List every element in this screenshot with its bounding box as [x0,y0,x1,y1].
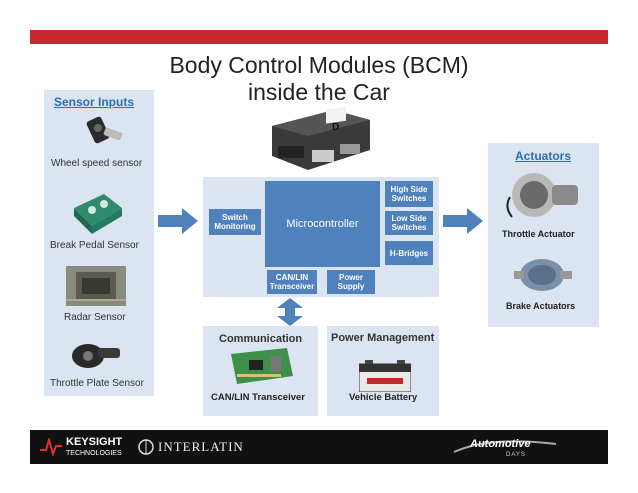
break-pedal-sensor-image [70,190,126,241]
communication-title: Communication [219,333,303,345]
sensor-inputs-panel: Sensor Inputs Wheel speed sensor Break P… [44,90,154,396]
can-lin-transceiver-label: CAN/LIN Transceiver [211,392,305,403]
keysight-logo-text: KEYSIGHT [66,436,123,448]
automotive-days-logo: Automotive [470,438,531,450]
low-side-switches-box: Low Side Switches [385,211,433,235]
wheel-speed-sensor-label: Wheel speed sensor [51,158,143,169]
throttle-plate-sensor-image [68,336,124,377]
top-accent-bar [30,30,608,44]
power-supply-box: Power Supply [327,270,375,294]
throttle-plate-sensor-label: Throttle Plate Sensor [50,378,144,389]
interlatin-logo-icon [138,439,154,460]
bcm-to-actuator-arrow [443,208,483,239]
bcm-module-image: D [266,106,374,176]
automotive-days-logo-subtext: DAYS [506,452,526,458]
actuators-panel: Actuators Throttle Actuator Brake Actuat… [488,143,599,327]
keysight-logo-icon [40,436,62,461]
power-management-panel: Power Management Vehicle Battery [327,326,439,416]
actuators-title: Actuators [515,149,572,163]
sensor-to-bcm-arrow [158,208,198,239]
title-line-1: Body Control Modules (BCM) [169,52,469,78]
sensor-inputs-title: Sensor Inputs [54,95,135,109]
throttle-actuator-label: Throttle Actuator [502,229,575,239]
brake-actuators-label: Brake Actuators [506,301,576,311]
svg-text:D: D [332,122,339,133]
throttle-actuator-image [502,167,582,230]
communication-panel: Communication CAN/LIN Transceiver [203,326,318,416]
slide-title: Body Control Modules (BCM) inside the Ca… [150,52,488,106]
high-side-switches-box: High Side Switches [385,181,433,207]
bcm-block-panel: Switch Monitoring Microcontroller High S… [203,177,439,297]
switch-monitoring-box: Switch Monitoring [209,209,261,235]
can-lin-transceiver-box: CAN/LIN Transceiver [267,270,317,294]
break-pedal-sensor-label: Break Pedal Sensor [50,240,139,251]
interlatin-logo: INTERLATIN [158,439,244,454]
can-lin-board-image [231,348,293,389]
radar-sensor-label: Radar Sensor [64,312,126,323]
footer-logo-bar: KEYSIGHT TECHNOLOGIES INTERLATIN Automot… [30,430,608,464]
power-management-title: Power Management [331,332,435,344]
title-line-2: inside the Car [248,79,390,105]
radar-sensor-image [66,266,126,311]
bcm-communication-arrow [277,298,303,331]
microcontroller-box: Microcontroller [265,181,380,267]
wheel-speed-sensor-image [84,110,128,159]
h-bridges-box: H-Bridges [385,241,433,265]
automotive-days-logo-icon [450,434,560,465]
keysight-logo: KEYSIGHT TECHNOLOGIES [66,436,122,460]
brake-actuator-image [512,251,574,302]
vehicle-battery-label: Vehicle Battery [349,392,418,403]
keysight-logo-subtext: TECHNOLOGIES [66,450,122,457]
